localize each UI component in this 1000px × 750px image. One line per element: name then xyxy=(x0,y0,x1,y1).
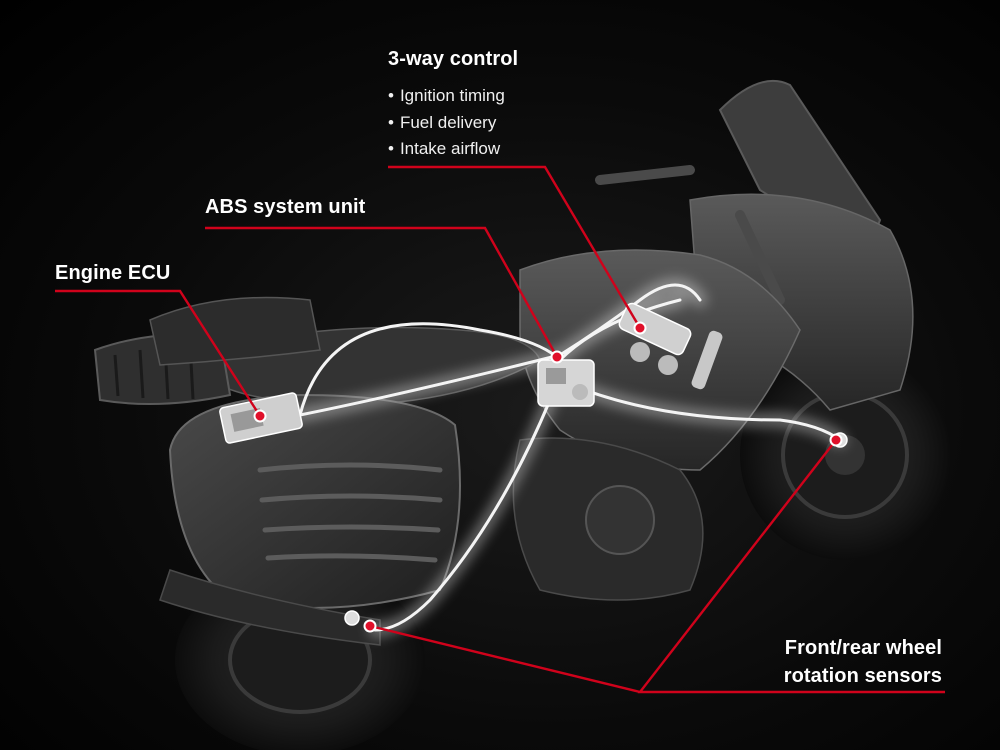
callout-dot-three-way xyxy=(633,321,647,335)
abs-system-unit-label: ABS system unit xyxy=(205,196,366,218)
leader-line-three-way xyxy=(388,165,642,329)
handlebars xyxy=(595,165,785,305)
callout-dot-front-sensor xyxy=(829,433,843,447)
exhaust-pipe xyxy=(159,569,381,646)
leader-lines xyxy=(55,165,945,694)
top-case xyxy=(149,296,321,366)
three-way-item-ignition: Ignition timing xyxy=(388,83,505,110)
wheel-sensors-line-2: rotation sensors xyxy=(783,665,942,687)
callout-dots xyxy=(253,321,843,633)
three-way-item-intake: Intake airflow xyxy=(388,136,505,163)
three-way-control-title: 3-way control xyxy=(388,48,519,70)
rear-wheel-sensor xyxy=(344,610,360,626)
three-way-item-fuel: Fuel delivery xyxy=(388,110,505,137)
leader-line-rear-sensor xyxy=(369,624,641,694)
throttle-body-assembly xyxy=(618,302,723,390)
callout-dot-abs xyxy=(550,350,564,364)
callout-dot-ecu xyxy=(253,409,267,423)
leader-line-abs xyxy=(205,226,559,358)
leader-line-ecu xyxy=(55,289,262,417)
wheel-sensors-line-1: Front/rear wheel xyxy=(784,637,942,659)
wheel-rotation-sensors-label: Front/rear wheel rotation sensors xyxy=(784,634,942,690)
engine-ecu-label: Engine ECU xyxy=(55,262,171,284)
three-way-control-list: Ignition timing Fuel delivery Intake air… xyxy=(388,83,505,163)
abs-unit xyxy=(537,359,595,407)
saddlebag xyxy=(168,393,461,609)
wiring-harness xyxy=(293,278,847,637)
callout-dot-rear-sensor xyxy=(363,619,377,633)
